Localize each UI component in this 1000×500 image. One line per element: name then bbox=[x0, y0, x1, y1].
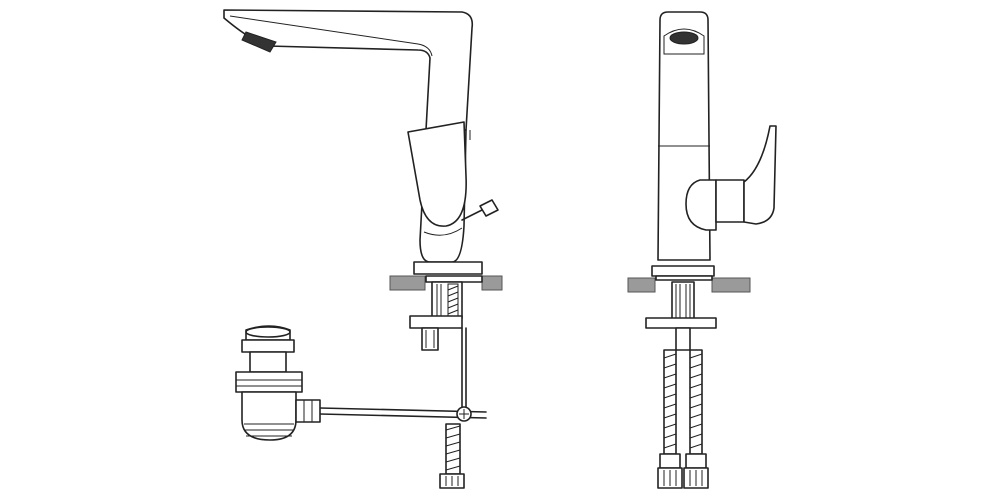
linkage-rod bbox=[319, 406, 487, 422]
supply-hose-side bbox=[439, 423, 465, 489]
popup-rod-knob bbox=[461, 199, 499, 221]
drain-waste bbox=[235, 325, 321, 441]
front-view bbox=[627, 11, 777, 489]
spout bbox=[223, 9, 474, 131]
popup-rod bbox=[461, 327, 467, 413]
lever-side bbox=[407, 121, 471, 227]
lever-front bbox=[685, 125, 777, 231]
side-view bbox=[223, 9, 503, 489]
countertop-front bbox=[627, 277, 751, 293]
mounting-shank-front bbox=[645, 281, 717, 351]
supply-hoses-front bbox=[657, 349, 709, 489]
countertop-side bbox=[389, 275, 503, 291]
faucet-base-front bbox=[651, 265, 715, 281]
mounting-shank-side bbox=[409, 275, 483, 351]
